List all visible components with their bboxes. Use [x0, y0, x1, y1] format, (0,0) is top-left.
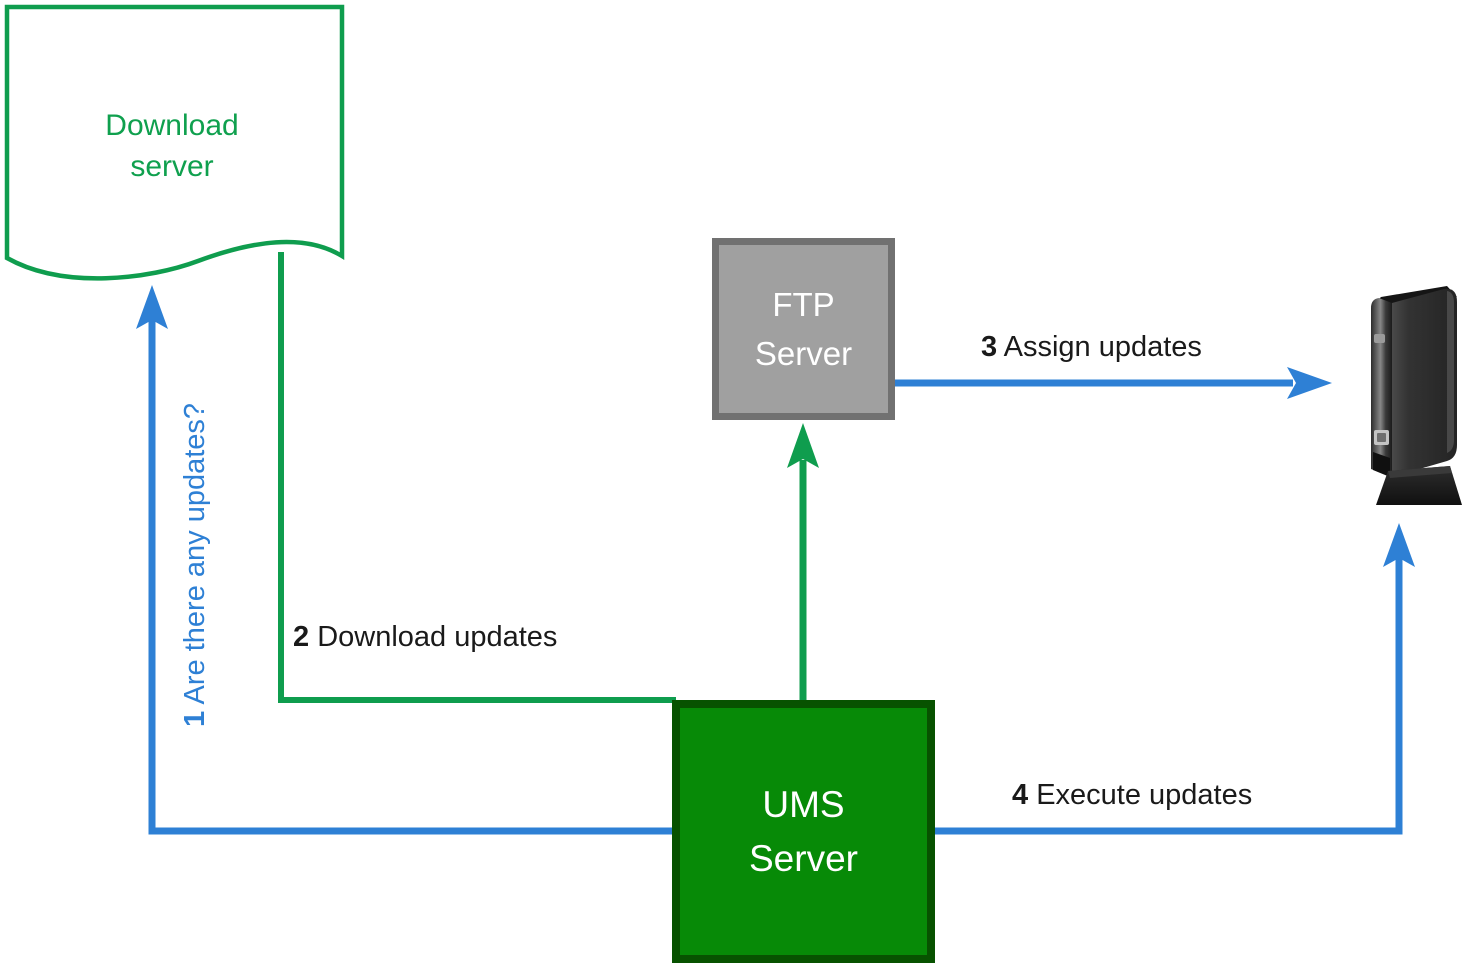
connector-step2-download-updates: [278, 252, 676, 703]
step1-text: Are there any updates?: [179, 402, 211, 711]
arrowhead-step4-to-device: [1383, 523, 1415, 567]
download-server-document-shape: [4, 4, 345, 281]
ums-server-node: UMS Server: [672, 700, 935, 963]
ftp-server-label: FTP Server: [754, 285, 853, 373]
ftp-server-node: FTP Server: [712, 238, 895, 420]
step4-label: 4 Execute updates: [1012, 779, 1252, 812]
arrowhead-ums-to-ftp: [787, 423, 819, 468]
step2-label: 2 Download updates: [293, 621, 557, 654]
step3-number: 3: [981, 331, 998, 363]
step3-label: 3 Assign updates: [981, 331, 1202, 364]
thin-client-device-image: [1371, 286, 1462, 505]
step2-number: 2: [293, 621, 310, 653]
step1-label: 1 Are there any updates?: [179, 375, 211, 755]
step4-number: 4: [1012, 779, 1029, 811]
step2-text: Download updates: [309, 621, 558, 653]
step1-number: 1: [179, 710, 211, 728]
step4-text: Execute updates: [1028, 779, 1253, 811]
step3-text: Assign updates: [997, 331, 1202, 363]
arrowhead-step1-to-download-server: [136, 285, 168, 329]
ums-server-label: UMS Server: [749, 783, 858, 879]
download-server-label: Download server: [105, 109, 239, 183]
arrowhead-step3-to-device: [1287, 367, 1332, 399]
